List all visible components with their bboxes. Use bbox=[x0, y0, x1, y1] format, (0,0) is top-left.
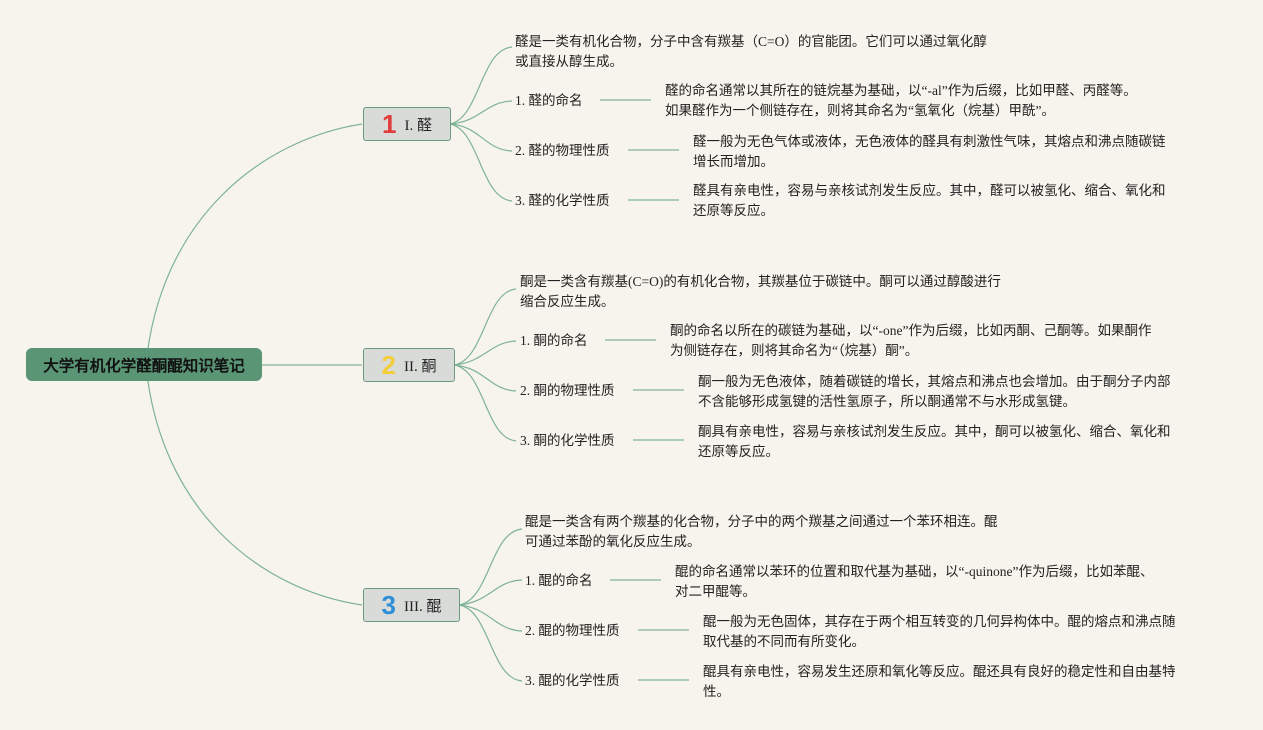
intro-line: 缩合反应生成。 bbox=[520, 294, 615, 309]
number-two-icon: 2 bbox=[381, 350, 396, 380]
subtopic-quinone-chemical[interactable]: 3. 醌的化学性质 bbox=[525, 673, 620, 688]
branch-label: II. 酮 bbox=[403, 358, 437, 375]
branch-label: I. 醛 bbox=[404, 117, 432, 134]
branch-node-quinone[interactable]: 3 III. 醌 bbox=[363, 588, 460, 622]
detail-line: 醛的命名通常以其所在的链烷基为基础，以“-al”作为后缀，比如甲醛、丙醛等。 bbox=[665, 83, 1137, 98]
subtopic-ketone-naming[interactable]: 1. 酮的命名 bbox=[520, 333, 588, 348]
detail-line: 酮的命名以所在的碳链为基础，以“-one”作为后缀，比如丙酮、己酮等。如果酮作 bbox=[670, 323, 1152, 338]
detail-line: 醛一般为无色气体或液体，无色液体的醛具有刺激性气味，其熔点和沸点随碳链 bbox=[693, 134, 1166, 149]
detail-line: 不含能够形成氢键的活性氢原子，所以酮通常不与水形成氢键。 bbox=[698, 394, 1076, 409]
detail-quinone-physical: 醌一般为无色固体，其存在于两个相互转变的几何异构体中。醌的熔点和沸点随 取代基的… bbox=[703, 612, 1176, 652]
detail-line: 醌一般为无色固体，其存在于两个相互转变的几何异构体中。醌的熔点和沸点随 bbox=[703, 614, 1176, 629]
branch-label: III. 醌 bbox=[403, 598, 442, 615]
connector-root-branch3 bbox=[145, 364, 363, 606]
detail-line: 酮具有亲电性，容易与亲核试剂发生反应。其中，酮可以被氢化、缩合、氧化和 bbox=[698, 424, 1171, 439]
detail-line: 醌具有亲电性，容易发生还原和氧化等反应。醌还具有良好的稳定性和自由基特 bbox=[703, 664, 1176, 679]
subtopic-quinone-physical[interactable]: 2. 醌的物理性质 bbox=[525, 623, 620, 638]
intro-line: 酮是一类含有羰基(C=O)的有机化合物，其羰基位于碳链中。酮可以通过醇酸进行 bbox=[520, 274, 1001, 289]
detail-line: 还原等反应。 bbox=[698, 444, 779, 459]
root-title: 大学有机化学醛酮醌知识笔记 bbox=[43, 357, 245, 375]
detail-aldehyde-naming: 醛的命名通常以其所在的链烷基为基础，以“-al”作为后缀，比如甲醛、丙醛等。 如… bbox=[665, 81, 1137, 121]
detail-line: 增长而增加。 bbox=[693, 154, 774, 169]
detail-line: 为侧链存在，则将其命名为“（烷基）酮”。 bbox=[670, 343, 919, 358]
detail-line: 酮一般为无色液体，随着碳链的增长，其熔点和沸点也会增加。由于酮分子内部 bbox=[698, 374, 1171, 389]
intro-line: 可通过苯酚的氧化反应生成。 bbox=[525, 534, 701, 549]
detail-line: 醌的命名通常以苯环的位置和取代基为基础，以“-quinone”作为后缀，比如苯醌… bbox=[675, 564, 1154, 579]
connector-root-branch1 bbox=[145, 123, 363, 366]
detail-line: 如果醛作为一个侧链存在，则将其命名为“氢氧化（烷基）甲酰”。 bbox=[665, 103, 1055, 118]
detail-ketone-naming: 酮的命名以所在的碳链为基础，以“-one”作为后缀，比如丙酮、己酮等。如果酮作 … bbox=[670, 321, 1151, 361]
root-node[interactable]: 大学有机化学醛酮醌知识笔记 bbox=[26, 348, 262, 381]
detail-ketone-chemical: 酮具有亲电性，容易与亲核试剂发生反应。其中，酮可以被氢化、缩合、氧化和 还原等反… bbox=[698, 422, 1171, 462]
intro-line: 醛是一类有机化合物，分子中含有羰基（C=O）的官能团。它们可以通过氧化醇 bbox=[515, 34, 987, 49]
branch-intro-quinone: 醌是一类含有两个羰基的化合物，分子中的两个羰基之间通过一个苯环相连。醌 可通过苯… bbox=[525, 512, 998, 552]
detail-aldehyde-physical: 醛一般为无色气体或液体，无色液体的醛具有刺激性气味，其熔点和沸点随碳链 增长而增… bbox=[693, 132, 1166, 172]
detail-line: 性。 bbox=[703, 684, 730, 699]
subtopic-aldehyde-naming[interactable]: 1. 醛的命名 bbox=[515, 93, 583, 108]
detail-line: 对二甲醌等。 bbox=[675, 584, 756, 599]
detail-line: 醛具有亲电性，容易与亲核试剂发生反应。其中，醛可以被氢化、缩合、氧化和 bbox=[693, 183, 1166, 198]
detail-line: 取代基的不同而有所变化。 bbox=[703, 634, 865, 649]
intro-line: 或直接从醇生成。 bbox=[515, 54, 623, 69]
subtopic-aldehyde-physical[interactable]: 2. 醛的物理性质 bbox=[515, 143, 610, 158]
branch-node-aldehyde[interactable]: 1 I. 醛 bbox=[363, 107, 451, 141]
branch-node-ketone[interactable]: 2 II. 酮 bbox=[363, 348, 455, 382]
number-one-icon: 1 bbox=[382, 109, 397, 139]
detail-quinone-naming: 醌的命名通常以苯环的位置和取代基为基础，以“-quinone”作为后缀，比如苯醌… bbox=[675, 562, 1153, 602]
number-three-icon: 3 bbox=[381, 590, 396, 620]
subtopic-ketone-physical[interactable]: 2. 酮的物理性质 bbox=[520, 383, 615, 398]
detail-ketone-physical: 酮一般为无色液体，随着碳链的增长，其熔点和沸点也会增加。由于酮分子内部 不含能够… bbox=[698, 372, 1171, 412]
subtopic-quinone-naming[interactable]: 1. 醌的命名 bbox=[525, 573, 593, 588]
intro-line: 醌是一类含有两个羰基的化合物，分子中的两个羰基之间通过一个苯环相连。醌 bbox=[525, 514, 998, 529]
subtopic-ketone-chemical[interactable]: 3. 酮的化学性质 bbox=[520, 433, 615, 448]
subtopic-aldehyde-chemical[interactable]: 3. 醛的化学性质 bbox=[515, 193, 610, 208]
detail-aldehyde-chemical: 醛具有亲电性，容易与亲核试剂发生反应。其中，醛可以被氢化、缩合、氧化和 还原等反… bbox=[693, 181, 1166, 221]
branch-intro-ketone: 酮是一类含有羰基(C=O)的有机化合物，其羰基位于碳链中。酮可以通过醇酸进行 缩… bbox=[520, 272, 1001, 312]
detail-line: 还原等反应。 bbox=[693, 203, 774, 218]
branch-intro-aldehyde: 醛是一类有机化合物，分子中含有羰基（C=O）的官能团。它们可以通过氧化醇 或直接… bbox=[515, 32, 987, 72]
detail-quinone-chemical: 醌具有亲电性，容易发生还原和氧化等反应。醌还具有良好的稳定性和自由基特 性。 bbox=[703, 662, 1176, 702]
